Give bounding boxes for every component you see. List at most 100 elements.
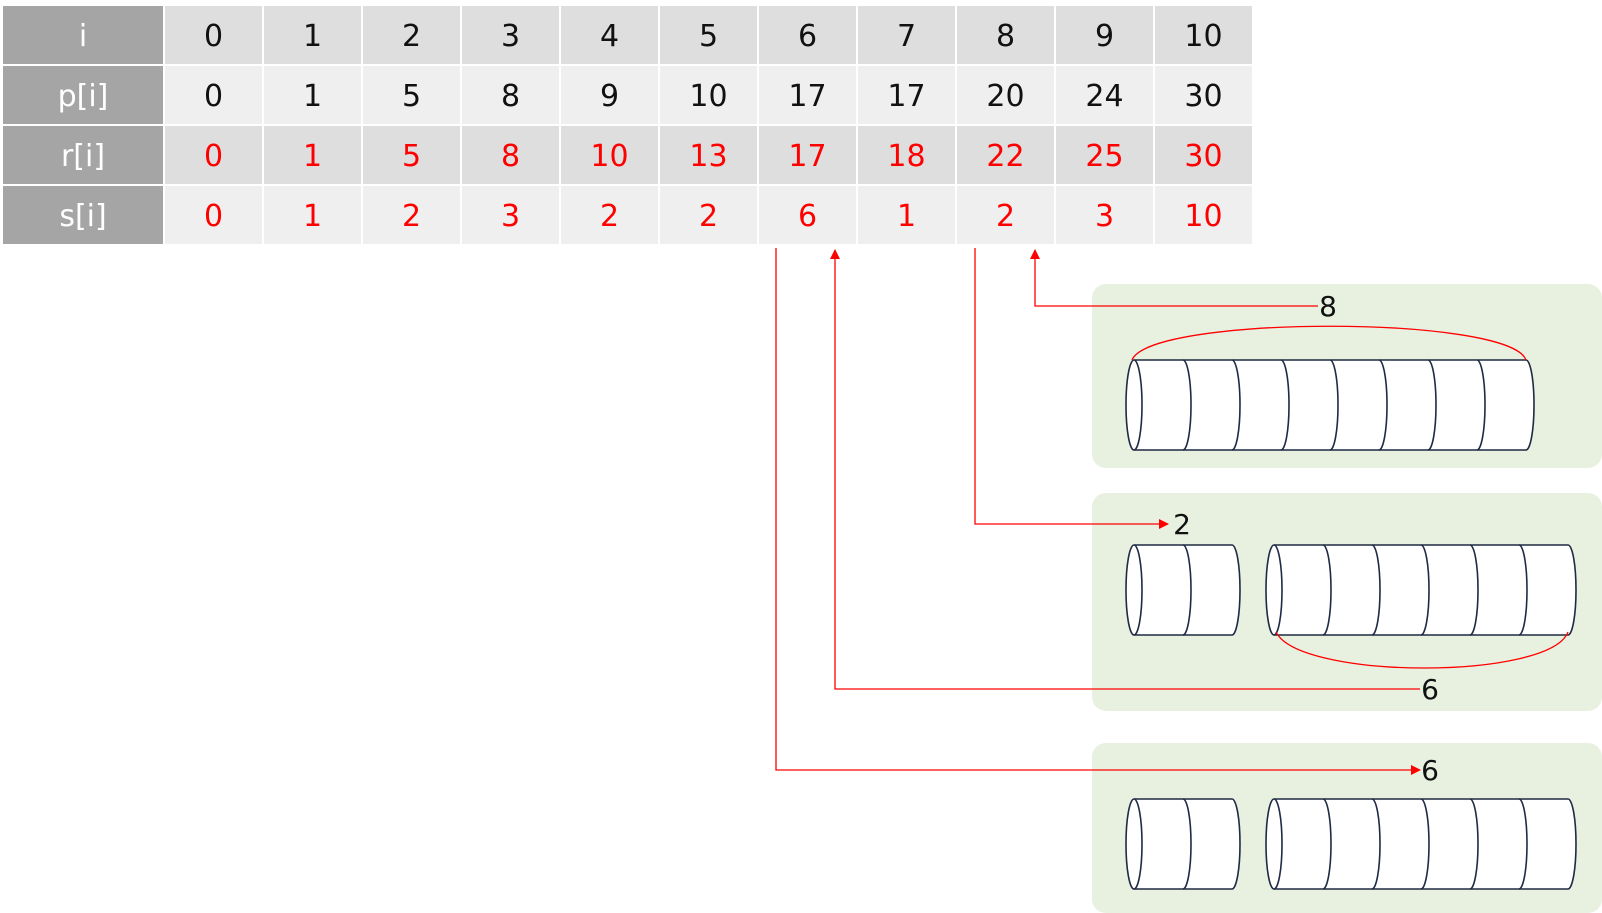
- table-cell-value: 1: [303, 19, 322, 54]
- table-cell: [363, 186, 460, 244]
- table-cell: [1056, 6, 1153, 64]
- rod-body: [1134, 359, 1535, 451]
- table-cell-value: 22: [986, 139, 1024, 174]
- table-cell: [1155, 66, 1252, 124]
- rod-end-cap: [1265, 544, 1283, 636]
- table-cell: [660, 6, 757, 64]
- table-cell: [1155, 6, 1252, 64]
- brace-length-6: [1275, 631, 1569, 669]
- table-cell: [165, 6, 262, 64]
- table-cell: [462, 66, 559, 124]
- arrow-s8-to-split: [974, 248, 1169, 529]
- label-length-2: 2: [1173, 508, 1191, 541]
- table-cell-value: 17: [887, 79, 925, 114]
- table-cell-value: 24: [1085, 79, 1123, 114]
- table-cell-value: 8: [501, 79, 520, 114]
- table-cell-value: 10: [1184, 199, 1222, 234]
- rod-final-piece-length-2: [1125, 798, 1241, 890]
- rod-piece-length-2: [1125, 544, 1241, 636]
- table-cell: [759, 126, 856, 184]
- table-cell: [1155, 126, 1252, 184]
- rod-segment-divider: [1322, 798, 1332, 890]
- table-cell: [561, 66, 658, 124]
- arrow-s6-to-final: [775, 248, 1421, 775]
- table-cell: [363, 126, 460, 184]
- table-cell: [1056, 126, 1153, 184]
- rod-end-cap: [1125, 544, 1143, 636]
- table-cell: [1056, 186, 1153, 244]
- table-cell: [660, 186, 757, 244]
- rod-segment-divider: [1420, 798, 1430, 890]
- table-cell: [759, 186, 856, 244]
- table-cell-value: 2: [402, 19, 421, 54]
- table-cell-value: 3: [501, 19, 520, 54]
- table-cell-value: 6: [798, 19, 817, 54]
- table-cell: [363, 66, 460, 124]
- table-cell: [165, 126, 262, 184]
- table-cell: [1155, 186, 1252, 244]
- table-cell-value: 17: [788, 79, 826, 114]
- rod-segment-divider: [1322, 544, 1332, 636]
- rod-segment-divider: [1371, 798, 1381, 890]
- row-header-cell: [3, 126, 163, 184]
- table-cell: [957, 66, 1054, 124]
- brace-length-8: [1131, 325, 1527, 361]
- table-cell-value: 4: [600, 19, 619, 54]
- label-length-6: 6: [1421, 673, 1439, 706]
- table-cell: [858, 6, 955, 64]
- row-header-cell: [3, 6, 163, 64]
- rod-body: [1274, 798, 1577, 890]
- table-cell-value: 5: [402, 139, 421, 174]
- table-cell-value: 0: [204, 199, 223, 234]
- rod-segment-divider: [1182, 544, 1192, 636]
- rod-segment-divider: [1371, 544, 1381, 636]
- table-cell: [462, 6, 559, 64]
- label-length-8: 8: [1319, 290, 1337, 323]
- table-cell-value: 0: [204, 79, 223, 114]
- rod-segment-divider: [1182, 359, 1192, 451]
- rod-end-cap: [1125, 798, 1143, 890]
- table-cell-value: 1: [303, 199, 322, 234]
- rod-segment-divider: [1469, 798, 1479, 890]
- rod-segment-divider: [1420, 544, 1430, 636]
- table-cell-value: 17: [788, 139, 826, 174]
- table-cell-value: 10: [1184, 19, 1222, 54]
- table-cell-value: 1: [897, 199, 916, 234]
- row-header-label: p[i]: [58, 79, 109, 114]
- rod-piece-length-6: [1265, 544, 1577, 636]
- table-cell: [363, 6, 460, 64]
- rod-segment-divider: [1378, 359, 1388, 451]
- row-header-label: r[i]: [61, 139, 105, 174]
- table-cell-value: 8: [996, 19, 1015, 54]
- table-cell-value: 18: [887, 139, 925, 174]
- rod-segment-divider: [1518, 544, 1528, 636]
- table-cell-value: 0: [204, 139, 223, 174]
- table-cell: [462, 186, 559, 244]
- rod-end-cap: [1265, 798, 1283, 890]
- rod-length-8: [1125, 359, 1535, 451]
- table-cell-value: 10: [590, 139, 628, 174]
- table-cell: [858, 66, 955, 124]
- table-cell: [462, 126, 559, 184]
- rod-body: [1274, 544, 1577, 636]
- rod-segment-divider: [1329, 359, 1339, 451]
- table-cell-value: 3: [501, 199, 520, 234]
- table-cell: [957, 6, 1054, 64]
- table-cell-value: 5: [402, 79, 421, 114]
- rod-segment-divider: [1518, 798, 1528, 890]
- rod-segment-divider: [1469, 544, 1479, 636]
- table-cell: [759, 66, 856, 124]
- table-cell-value: 9: [600, 79, 619, 114]
- table-cell-value: 6: [798, 199, 817, 234]
- table-cell: [264, 66, 361, 124]
- table-cell: [165, 66, 262, 124]
- arrow-length8-to-r8: [1030, 249, 1318, 307]
- table-cell-value: 20: [986, 79, 1024, 114]
- table-cell: [660, 126, 757, 184]
- table-cell-value: 9: [1095, 19, 1114, 54]
- rod-body: [1134, 544, 1241, 636]
- rod-body: [1134, 798, 1241, 890]
- rod-segment-divider: [1280, 359, 1290, 451]
- table-cell-value: 8: [501, 139, 520, 174]
